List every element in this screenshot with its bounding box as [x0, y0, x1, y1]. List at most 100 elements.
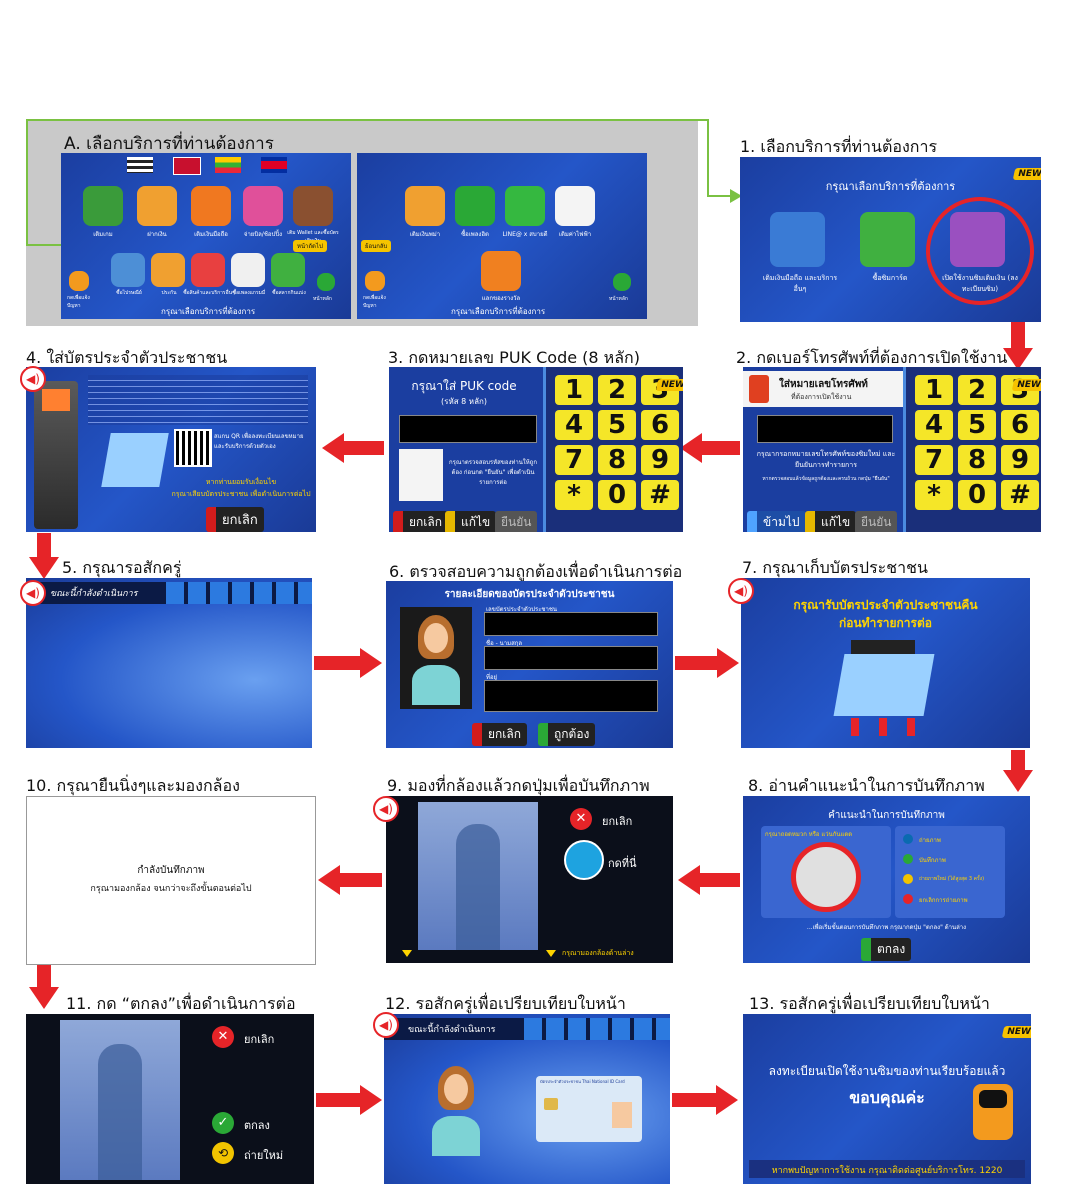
speaker-icon[interactable]: ◀) — [20, 366, 46, 392]
topup-option-icon[interactable] — [770, 212, 825, 267]
step-a-left-footer: กรุณาเลือกบริการที่ต้องการ — [161, 307, 256, 316]
flow-arrow-right — [672, 1085, 738, 1115]
ok-icon[interactable]: ✓ — [212, 1112, 234, 1134]
fix-button[interactable]: แก้ไข — [805, 511, 857, 532]
lang-cambodia-flag[interactable] — [261, 157, 287, 173]
progress-chevrons — [524, 1018, 670, 1040]
shutter-icon[interactable] — [564, 840, 604, 880]
lang-uk-flag[interactable] — [173, 157, 201, 175]
sim-card-image — [399, 449, 443, 501]
confirm-button-disabled[interactable]: ยืนยัน — [495, 511, 538, 532]
step-4-title: 4. ใส่บัตรประจำตัวประชาชน — [26, 348, 228, 367]
speaker-icon[interactable]: ◀) — [728, 578, 754, 604]
step-1-header: กรุณาเลือกบริการที่ต้องการ — [825, 180, 956, 193]
line-tile[interactable] — [505, 186, 545, 226]
key-5[interactable]: 5 — [598, 410, 636, 440]
cancel-icon[interactable]: ✕ — [570, 808, 592, 830]
key-1[interactable]: 1 — [915, 375, 953, 405]
instruction-item: ถ่ายภาพใหม่ (ได้สูงสุด 3 ครั้ง) — [919, 876, 985, 882]
tile-caption: ซื้อเพลงฮิต — [461, 231, 489, 238]
key-0[interactable]: 0 — [958, 480, 996, 510]
lang-thai-flag[interactable] — [127, 157, 153, 173]
step-12-title: 12. รอสักครู่เพื่อเปรียบเทียบใบหน้า — [385, 994, 626, 1013]
step-13-footer: หากพบปัญหาการใช้งาน กรุณาติดต่อศูนย์บริก… — [771, 1166, 1003, 1176]
key-8[interactable]: 8 — [598, 445, 636, 475]
connector-line — [26, 244, 66, 246]
id-card-photo — [612, 1102, 632, 1128]
key-2[interactable]: 2 — [958, 375, 996, 405]
key-7[interactable]: 7 — [915, 445, 953, 475]
help-icon[interactable] — [365, 271, 385, 291]
step-a-left-screen: เติมเกม ฝากเงิน เติมเงินมือถือ จ่ายบิล/ช… — [61, 153, 351, 319]
key-2[interactable]: 2 — [598, 375, 636, 405]
key-4[interactable]: 4 — [915, 410, 953, 440]
hint-arrow-icon — [546, 950, 556, 957]
key-4[interactable]: 4 — [555, 410, 593, 440]
key-6[interactable]: 6 — [1001, 410, 1039, 440]
speaker-icon[interactable]: ◀) — [20, 580, 46, 606]
ok-button[interactable]: ตกลง — [861, 938, 912, 961]
gmm-tile[interactable] — [231, 253, 265, 287]
prev-page-button[interactable]: ย้อนกลับ — [361, 240, 392, 252]
key-hash[interactable]: # — [641, 480, 679, 510]
key-1[interactable]: 1 — [555, 375, 593, 405]
shop-tile[interactable] — [191, 253, 225, 287]
help-icon[interactable] — [69, 271, 89, 291]
cancel-button[interactable]: ยกเลิก — [472, 723, 528, 746]
qr-code — [174, 429, 212, 467]
post-tile[interactable] — [111, 253, 145, 287]
cancel-button[interactable]: ยกเลิก — [393, 511, 449, 532]
speaker-icon[interactable]: ◀) — [373, 1012, 399, 1038]
next-page-button[interactable]: หน้าถัดไป — [293, 240, 327, 252]
skip-button[interactable]: ข้ามไป — [747, 511, 806, 532]
fix-button[interactable]: แก้ไข — [445, 511, 497, 532]
gift-tile[interactable] — [481, 251, 521, 291]
step-3-subheader: (รหัส 8 หลัก) — [441, 397, 487, 406]
puk-code-field[interactable] — [399, 415, 537, 443]
key-7[interactable]: 7 — [555, 445, 593, 475]
insurance-tile[interactable] — [151, 253, 185, 287]
key-star[interactable]: * — [555, 480, 593, 510]
retake-icon[interactable]: ⟲ — [212, 1142, 234, 1164]
key-5[interactable]: 5 — [958, 410, 996, 440]
tile-caption: ฝากเงิน — [147, 231, 167, 238]
song-hit-tile[interactable] — [455, 186, 495, 226]
confirm-correct-button[interactable]: ถูกต้อง — [538, 723, 596, 746]
sim-option-icon[interactable] — [860, 212, 915, 267]
speaker-icon[interactable]: ◀) — [373, 796, 399, 822]
cancel-icon[interactable]: ✕ — [212, 1026, 234, 1048]
step-2-instruction-2: หากตรวจสอบแล้วข้อมูลถูกต้องและครบถ้วน กด… — [762, 476, 890, 482]
keypad: 1 2 3 4 5 6 7 8 9 * 0 # — [915, 375, 1039, 510]
phone-number-field[interactable] — [757, 415, 893, 443]
flow-arrow-left — [678, 865, 740, 895]
topup-tile[interactable] — [191, 186, 231, 226]
step-3-header: กรุณาใส่ PUK code — [411, 379, 517, 393]
cancel-button[interactable]: ยกเลิก — [206, 507, 264, 532]
confirm-button-disabled[interactable]: ยืนยัน — [855, 511, 898, 532]
key-9[interactable]: 9 — [1001, 445, 1039, 475]
step-2-subheader: ที่ต้องการเปิดใช้งาน — [791, 393, 852, 401]
bill-tile[interactable] — [243, 186, 283, 226]
help-label: กดเพื่อแจ้งปัญหา — [363, 295, 386, 309]
step-13-line-1: ลงทะเบียนเปิดใช้งานซิมของท่านเรียบร้อยแล… — [768, 1064, 1006, 1078]
myanmar-topup-tile[interactable] — [405, 186, 445, 226]
key-star[interactable]: * — [915, 480, 953, 510]
icons-panel — [895, 826, 1005, 918]
kiosk-screen — [42, 389, 70, 411]
support-footer-bar — [749, 1160, 1025, 1178]
label-name: ชื่อ - นามสกุล — [486, 640, 523, 647]
key-8[interactable]: 8 — [958, 445, 996, 475]
home-icon[interactable] — [317, 273, 335, 291]
key-9[interactable]: 9 — [641, 445, 679, 475]
lottery-tile[interactable] — [271, 253, 305, 287]
lang-myanmar-flag[interactable] — [215, 157, 241, 173]
electricity-tile[interactable] — [555, 186, 595, 226]
key-hash[interactable]: # — [1001, 480, 1039, 510]
game-tile[interactable] — [83, 186, 123, 226]
wallet-tile[interactable] — [293, 186, 333, 226]
step-6-screen: รายละเอียดของบัตรประจำตัวประชาชน เลขบัตร… — [386, 581, 673, 748]
key-0[interactable]: 0 — [598, 480, 636, 510]
home-icon[interactable] — [613, 273, 631, 291]
deposit-tile[interactable] — [137, 186, 177, 226]
key-6[interactable]: 6 — [641, 410, 679, 440]
